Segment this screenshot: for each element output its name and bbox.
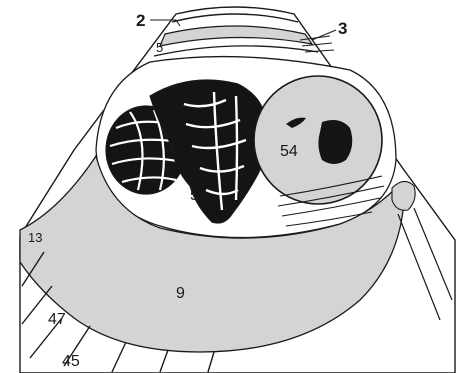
- label-9: 9: [176, 285, 185, 302]
- label-54-organ: 54: [280, 143, 298, 160]
- label-5: 5: [156, 40, 163, 55]
- label-2: 2: [136, 11, 145, 30]
- organ-54-dark-content: [318, 120, 352, 164]
- label-54-mesentery: 54: [190, 187, 208, 204]
- organ-54-circle: [254, 76, 382, 204]
- right-flank-structure: [392, 181, 415, 210]
- label-47: 47: [48, 311, 66, 328]
- label-3: 3: [338, 19, 347, 38]
- leader-line-3: [312, 30, 336, 40]
- label-45: 45: [62, 353, 80, 370]
- label-13: 13: [28, 230, 42, 245]
